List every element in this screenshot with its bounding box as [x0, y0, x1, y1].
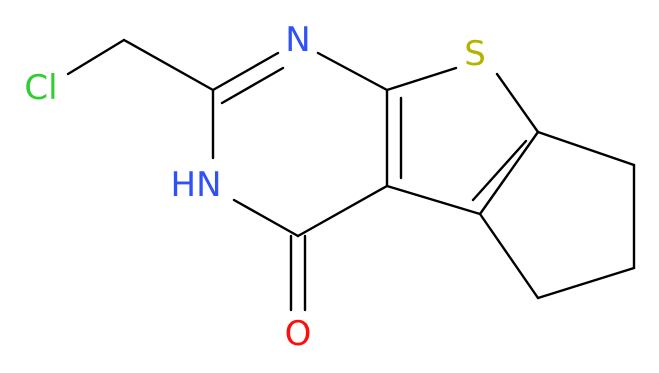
bond-nh-c4 — [232, 198, 300, 238]
bond-n-c8a — [316, 51, 389, 92]
bond-c2-n-double-outer — [211, 51, 280, 92]
oxygen-atom-label: O — [285, 314, 312, 354]
bond-c2-n-double-inner — [220, 66, 285, 105]
bond-ch2-ch2-lower — [536, 266, 636, 300]
bond-c4-c4a — [296, 184, 389, 238]
nh-atom-label: HN — [171, 165, 222, 205]
bond-cl-ch2 — [66, 38, 126, 76]
bond-c3a-c4a — [385, 184, 482, 216]
bond-c7a-ch2 — [536, 130, 636, 167]
bond-ch2-c3a — [478, 212, 540, 300]
bond-c7a-c3a-inner — [471, 139, 528, 202]
nitrogen-atom-label: N — [285, 20, 310, 60]
sulfur-atom-label: S — [464, 34, 486, 74]
bond-c7a-c3a-outer — [478, 130, 540, 216]
bond-ch2-c2 — [122, 38, 215, 92]
bond-s-c7a — [495, 72, 540, 134]
chlorine-atom-label: Cl — [24, 68, 57, 108]
bond-c8a-s — [385, 66, 458, 92]
